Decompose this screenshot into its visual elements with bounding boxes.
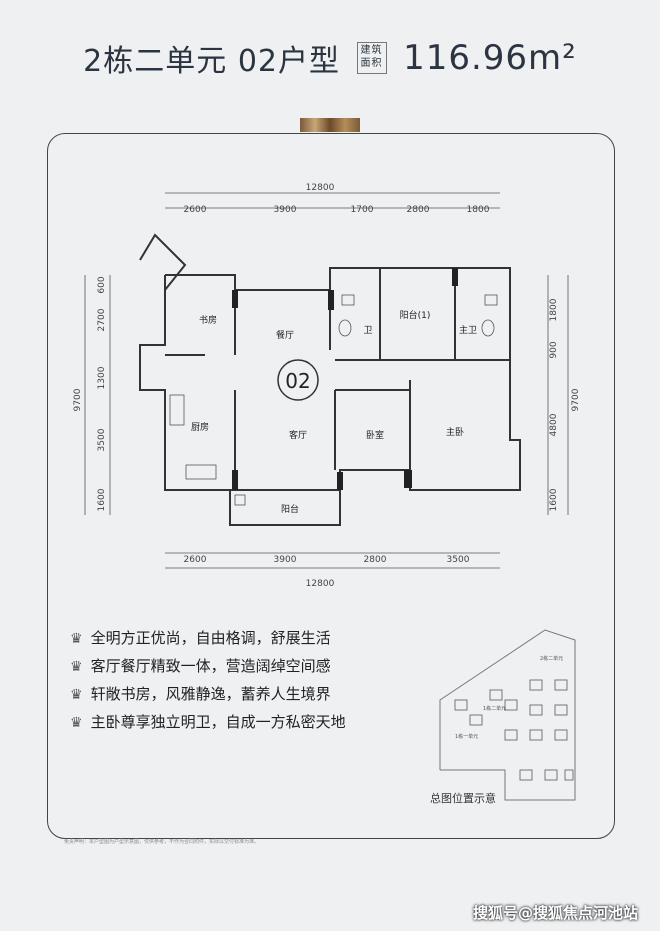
building-label: 2栋二单元 [83, 44, 228, 79]
left-total: 9700 [73, 388, 83, 411]
site-label: 1栋二单元 [483, 705, 506, 712]
left-dim: 2700 [97, 308, 107, 331]
site-caption: 总图位置示意 [430, 792, 496, 805]
left-dim: 1600 [97, 488, 107, 511]
room-kitchen: 厨房 [191, 421, 209, 433]
right-dim: 1800 [549, 298, 559, 321]
top-dim: 3900 [274, 205, 297, 215]
crown-icon: ♛ [70, 659, 83, 675]
site-label: 1栋一单元 [455, 733, 478, 740]
left-dim: 1300 [97, 366, 107, 389]
right-total: 9700 [571, 388, 581, 411]
unit-label: 02户型 [237, 44, 340, 79]
left-dim: 3500 [97, 428, 107, 451]
bottom-dim: 2800 [364, 555, 387, 565]
area-label: 建筑面积 [356, 42, 387, 74]
unit-number-circle [277, 359, 319, 401]
bottom-total: 12800 [306, 579, 335, 589]
unit-number: 02 [285, 369, 310, 393]
room-master-bath: 主卫 [459, 324, 477, 336]
top-dim: 2600 [184, 205, 207, 215]
top-dim: 2800 [407, 205, 430, 215]
room-dining: 餐厅 [276, 329, 294, 341]
right-dim: 900 [549, 341, 559, 358]
room-study: 书房 [199, 314, 217, 326]
bottom-dim: 3500 [447, 555, 470, 565]
site-label: 2栋二单元 [540, 655, 563, 662]
feature-item: ♛全明方正优尚，自由格调，舒展生活 [70, 629, 331, 647]
watermark: 搜狐号@搜狐焦点河池站 [472, 904, 638, 922]
left-dim: 600 [97, 276, 107, 293]
top-total: 12800 [306, 183, 335, 193]
right-dim: 1600 [549, 488, 559, 511]
bottom-dim: 2600 [184, 555, 207, 565]
decor-bar [300, 118, 360, 132]
right-dim: 4800 [549, 413, 559, 436]
room-master: 主卧 [446, 426, 464, 438]
crown-icon: ♛ [70, 631, 83, 647]
feature-item: ♛主卧尊享独立明卫，自成一方私密天地 [70, 713, 346, 731]
feature-item: ♛轩敞书房，风雅静逸，蓄养人生境界 [70, 685, 331, 703]
top-dim: 1800 [467, 205, 490, 215]
top-dim: 1700 [351, 205, 374, 215]
content-frame [47, 133, 615, 839]
room-bath: 卫 [363, 326, 372, 336]
bottom-dim: 3900 [274, 555, 297, 565]
room-balcony1: 阳台(1) [400, 309, 431, 321]
area-value: 116.96m² [403, 38, 577, 78]
crown-icon: ♛ [70, 687, 83, 703]
crown-icon: ♛ [70, 715, 83, 731]
feature-item: ♛客厅餐厅精致一体，营造阔绰空间感 [70, 657, 331, 675]
room-balcony: 阳台 [281, 503, 299, 515]
disclaimer: 免责声明：本户型图为户型示意图，仅供参考，不作为合同附件，实际以交付标准为准。 [64, 839, 260, 845]
site-plan [439, 629, 576, 801]
room-bedroom: 卧室 [366, 429, 384, 441]
unit-title: 2栋二单元 02户型 建筑面积 116.96m² [0, 36, 660, 80]
room-living: 客厅 [289, 429, 307, 441]
